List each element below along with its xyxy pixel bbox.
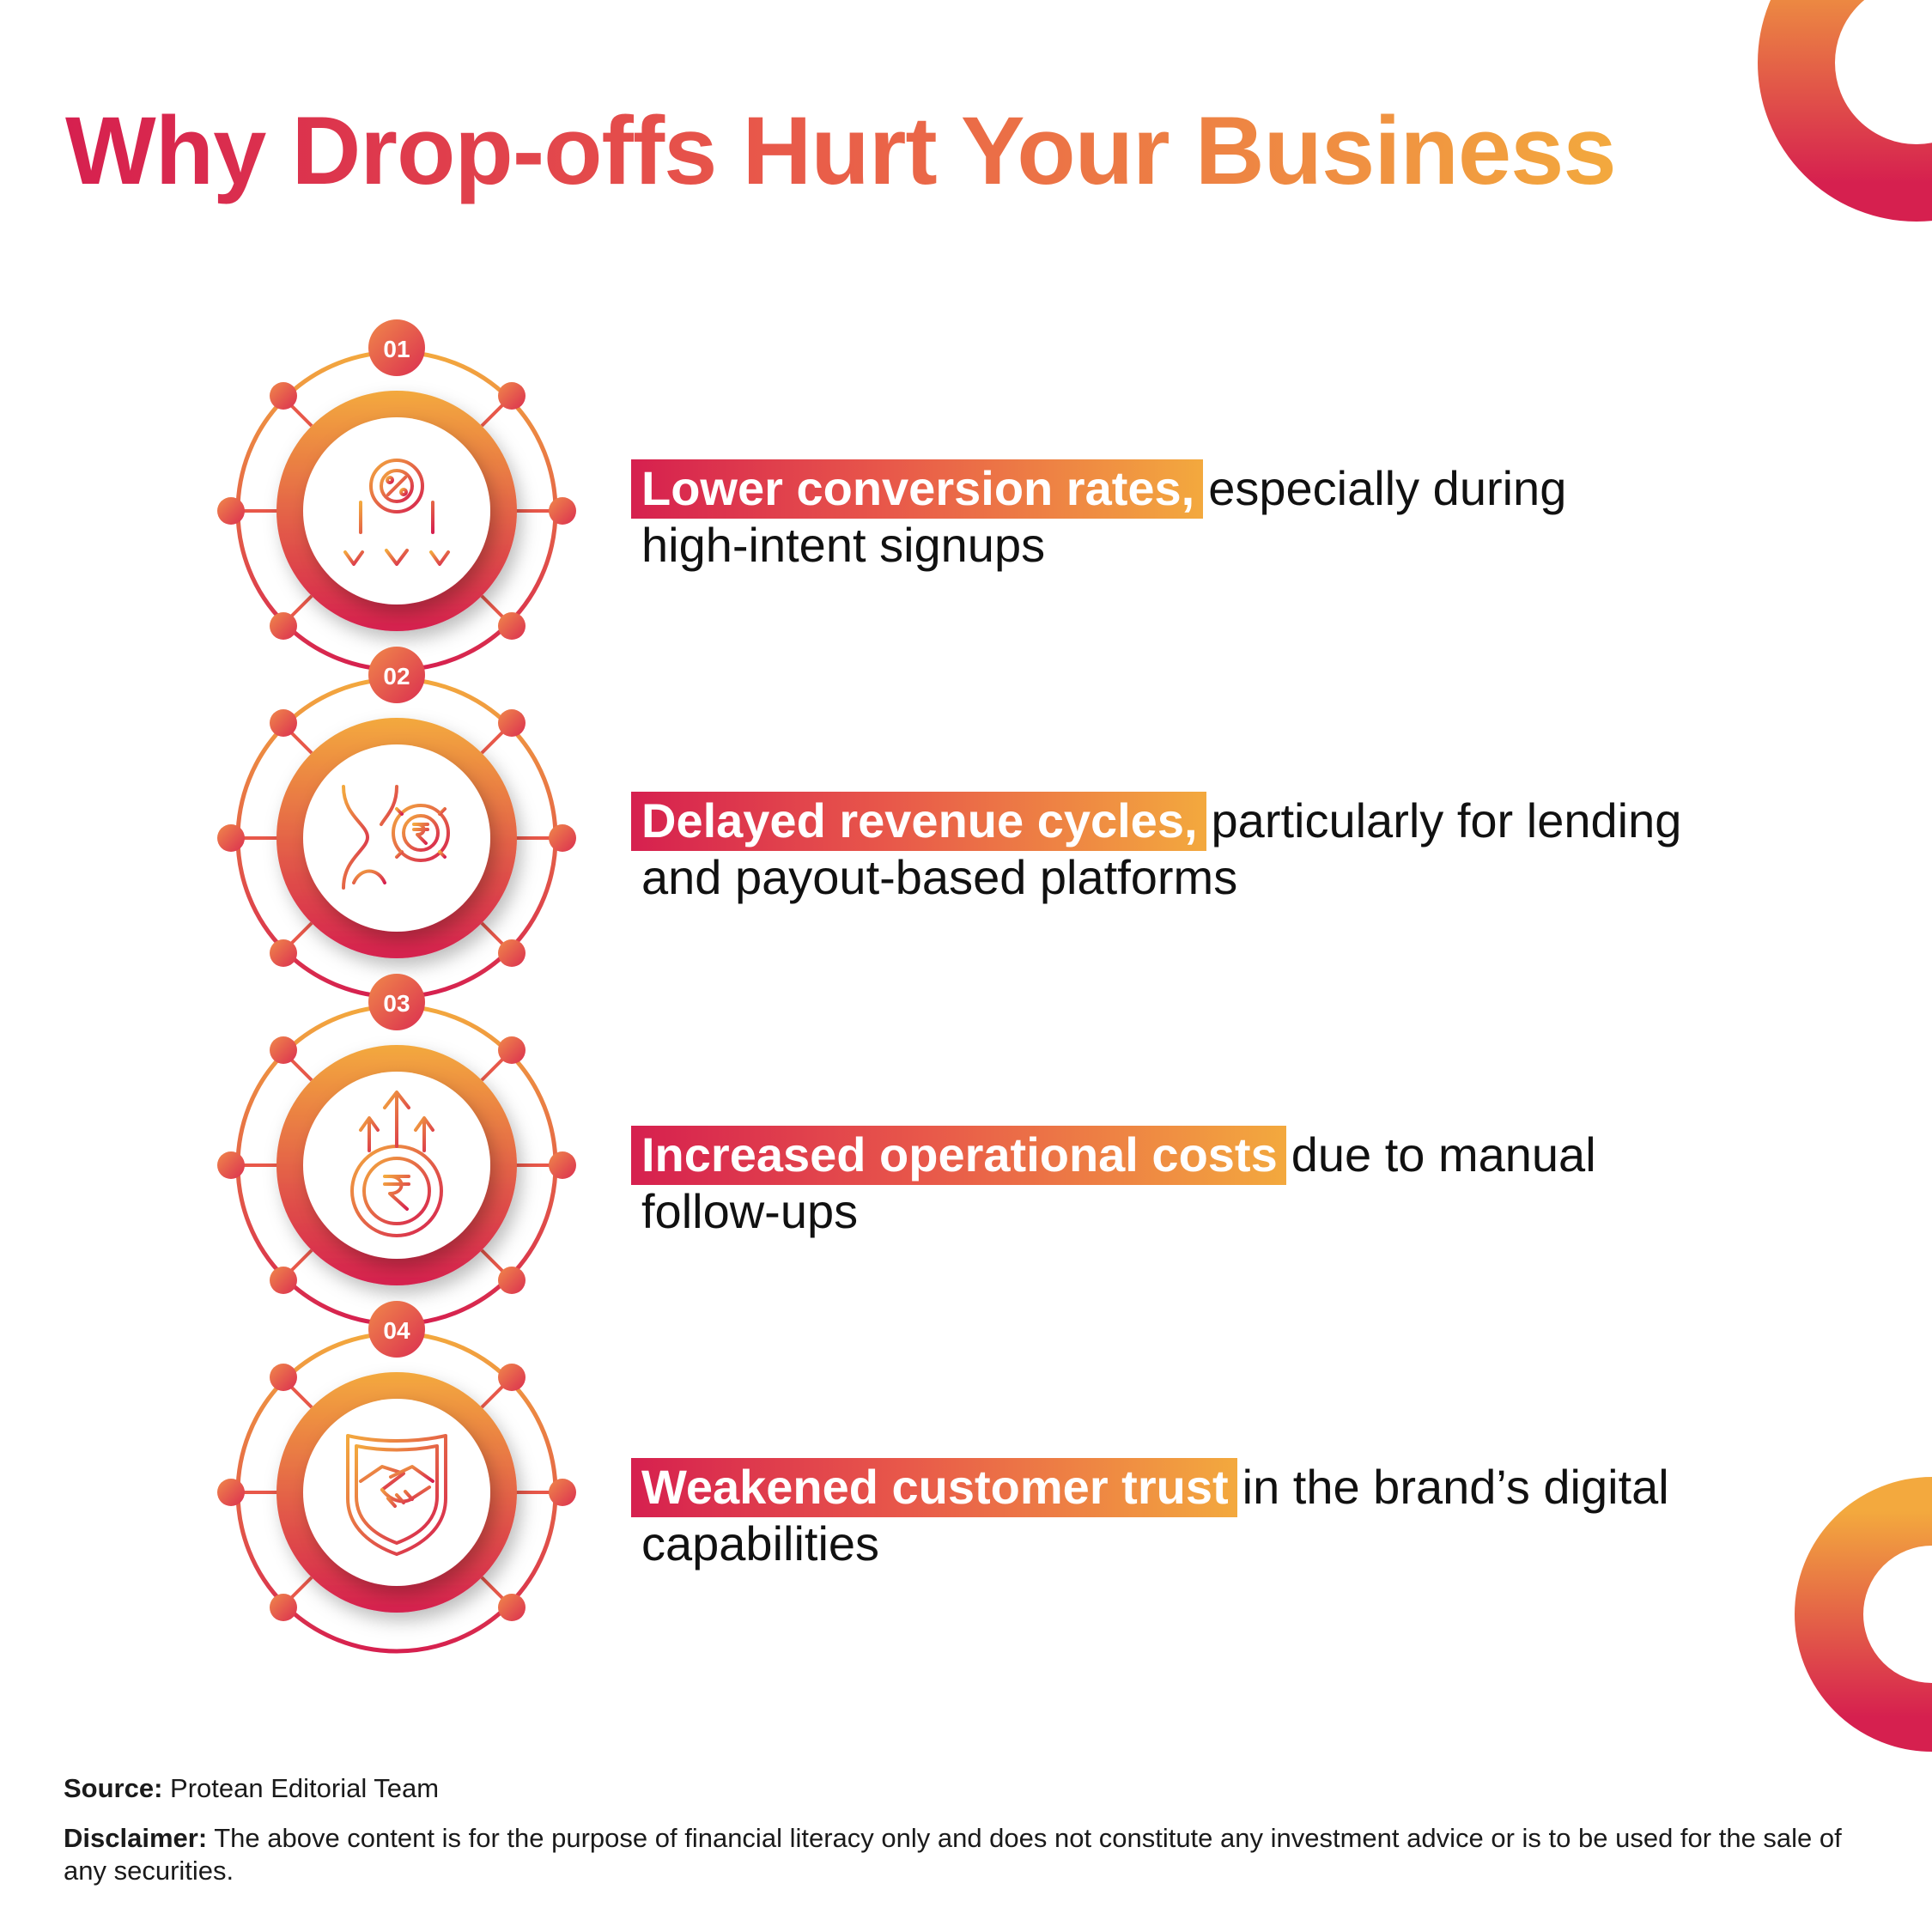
step-3-highlight: Increased operational costs (631, 1126, 1286, 1185)
step-2-text: Delayed revenue cycles,particularly for … (631, 792, 1799, 906)
source-text: Protean Editorial Team (170, 1773, 440, 1803)
percent-drop-icon (343, 459, 450, 566)
step-2-line2: and payout-based platforms (641, 850, 1238, 904)
step-3-graphic: 03 (217, 974, 576, 1327)
disclaimer-label: Disclaimer: (64, 1823, 208, 1853)
page-title: Why Drop-offs Hurt Your Business (65, 96, 1617, 207)
shield-handshake-icon (346, 1434, 447, 1556)
step-3-line2: follow-ups (641, 1184, 859, 1238)
step-1-line2: high-intent signups (641, 518, 1046, 572)
step-1-text: Lower conversion rates,especially during… (631, 459, 1799, 574)
step-1-graphic: 01 (217, 319, 576, 672)
step-3-rest: due to manual (1291, 1127, 1596, 1182)
corner-arc-bottom-right (1795, 1477, 1932, 1752)
source-line: Source: Protean Editorial Team (64, 1772, 1875, 1805)
step-3-number: 03 (383, 990, 410, 1017)
step-4-line2: capabilities (641, 1516, 880, 1571)
disclaimer: Disclaimer: The above content is for the… (64, 1822, 1875, 1887)
step-2-graphic: 02 (217, 647, 576, 999)
step-1-highlight: Lower conversion rates, (631, 459, 1204, 519)
disclaimer-text: The above content is for the purpose of … (64, 1823, 1842, 1886)
source-label: Source: (64, 1773, 163, 1803)
hourglass-gear-rupee-icon (335, 785, 457, 890)
step-4-rest: in the brand’s digital (1242, 1460, 1669, 1514)
step-4-highlight: Weakened customer trust (631, 1458, 1237, 1517)
step-2-number: 02 (383, 663, 410, 690)
corner-arc-top-right (1758, 0, 1932, 222)
step-4-graphic: 04 (217, 1301, 576, 1654)
step-1-number: 01 (383, 336, 410, 362)
step-2-rest: particularly for lending (1211, 793, 1682, 848)
rupee-arrows-up-icon (350, 1091, 443, 1237)
step-2-highlight: Delayed revenue cycles, (631, 792, 1206, 851)
step-4-number: 04 (383, 1317, 410, 1344)
steps-graphic: 01 02 (217, 319, 576, 1654)
step-1-rest: especially during (1208, 461, 1567, 515)
